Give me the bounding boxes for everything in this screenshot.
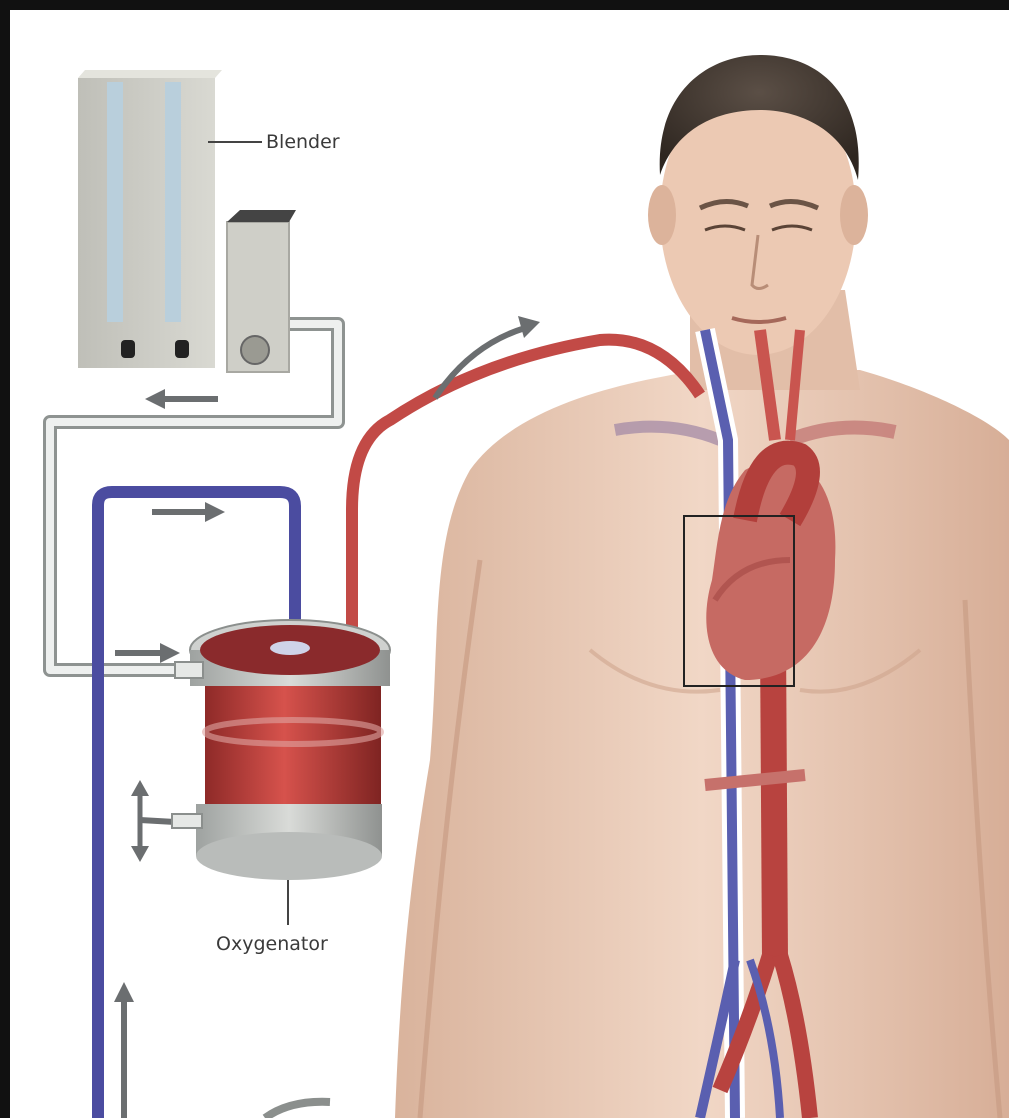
oxygenator-exhaust-port	[172, 814, 202, 828]
patient-figure	[395, 55, 1009, 1118]
blender-label: Blender	[266, 131, 340, 153]
flow-tube-2	[165, 82, 181, 322]
flow-knob-2	[175, 340, 189, 358]
flowmeter-dial	[241, 336, 269, 364]
right-ear	[840, 185, 868, 245]
oxygenator-inlet-port	[175, 662, 203, 678]
left-ear	[648, 185, 676, 245]
arrow-gas-right	[115, 643, 180, 663]
oxygenator-label: Oxygenator	[216, 933, 328, 955]
blender-body	[78, 78, 215, 368]
arrow-arterial-head	[518, 316, 540, 338]
oxygenator-port	[270, 641, 310, 655]
bottom-arc	[265, 1102, 330, 1118]
flow-knob-1	[121, 340, 135, 358]
flowmeter-top	[227, 210, 296, 222]
arrow-venous-up	[114, 982, 134, 1118]
blender-top	[78, 70, 222, 78]
arrow-venous-right	[152, 502, 225, 522]
oxygenator: Oxygenator	[172, 620, 390, 955]
descending-aorta	[773, 640, 775, 960]
arrow-gas-left	[145, 389, 218, 409]
oxygenator-bottom	[196, 832, 382, 880]
arrow-exhaust	[131, 780, 175, 862]
flow-tube-1	[107, 82, 123, 322]
torso	[395, 370, 1009, 1118]
